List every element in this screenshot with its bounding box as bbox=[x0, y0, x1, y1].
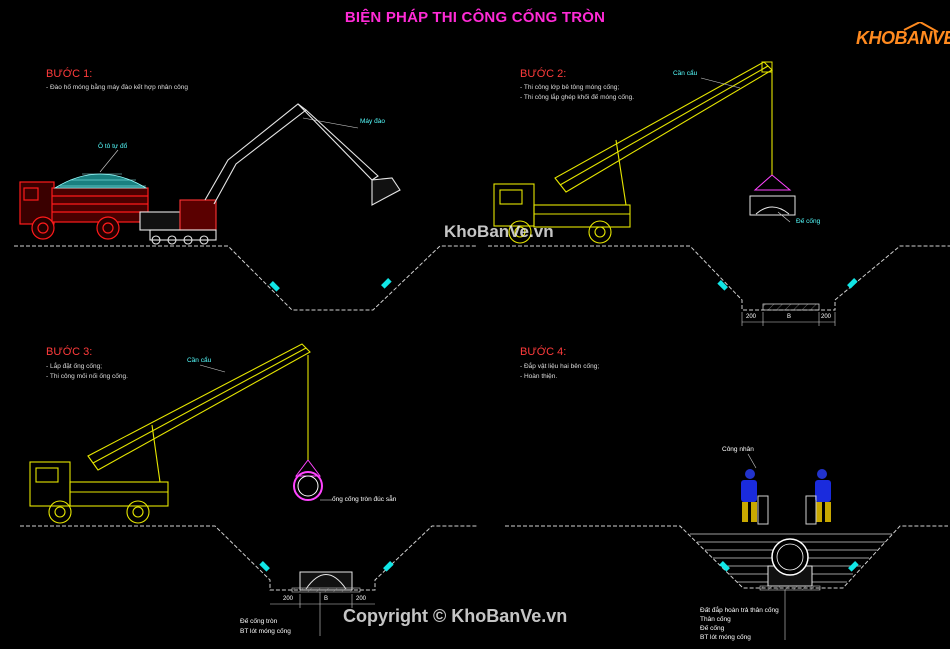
step4-note-2: - Hoàn thiện. bbox=[520, 373, 558, 380]
step2-concrete-base bbox=[762, 303, 820, 311]
step3-dim-left: 200 bbox=[283, 596, 294, 602]
step3-base-label: Đế cống tròn bbox=[240, 618, 278, 625]
step4-drawing bbox=[505, 453, 948, 640]
step2-dim-right: 200 bbox=[821, 314, 832, 320]
step1-marker-left bbox=[269, 281, 280, 292]
step3-hanging-pipe bbox=[293, 471, 323, 501]
excavator bbox=[139, 103, 401, 245]
soil-pile-label: Ô tô tự đổ bbox=[98, 143, 128, 150]
step4-base-label: Đế cống bbox=[700, 625, 725, 632]
step3-dim-b: B bbox=[324, 596, 329, 602]
step2-dim-b: B bbox=[787, 314, 792, 320]
step3-ground bbox=[20, 525, 478, 591]
step2-crane-label: Cần cẩu bbox=[673, 70, 698, 77]
logo-text: KHOBANVE bbox=[856, 28, 950, 48]
step3-heading: BƯỚC 3: bbox=[46, 346, 93, 358]
step4-pipe bbox=[771, 538, 809, 576]
step4-body-label: Thân cống bbox=[700, 616, 731, 623]
step2-ground bbox=[488, 245, 950, 311]
copyright-watermark: Copyright © KhoBanVe.vn bbox=[343, 606, 568, 626]
step3-note-2: - Thi công mối nối ống cống. bbox=[46, 373, 128, 380]
worker-right bbox=[805, 469, 831, 525]
step1-note-1: - Đào hố móng bằng máy đào kết hợp nhân … bbox=[46, 84, 188, 91]
worker-label: Công nhân bbox=[722, 446, 754, 453]
step2-drawing bbox=[488, 61, 950, 326]
worker-left bbox=[741, 469, 769, 525]
house-logo-icon bbox=[903, 22, 939, 33]
khobanve-logo: KHOBANVE bbox=[852, 22, 950, 52]
excavator-label: Máy đào bbox=[360, 118, 385, 125]
step3-dim-right: 200 bbox=[356, 596, 367, 602]
step2-heading: BƯỚC 2: bbox=[520, 68, 567, 80]
step3-pipe-label: ống cống tròn đúc sẵn bbox=[332, 496, 397, 503]
step1-marker-right bbox=[381, 278, 392, 289]
step3-concrete-label: BT lót móng cống bbox=[240, 628, 291, 635]
step3-crane-label: Cần cẩu bbox=[187, 357, 212, 364]
step1-drawing bbox=[14, 103, 476, 311]
step2-base-label: Đế cống bbox=[796, 218, 821, 225]
step2-dim-left: 200 bbox=[746, 314, 757, 320]
step2-note-2: - Thi công lắp ghép khối đế móng cống. bbox=[520, 94, 635, 101]
step1-ground bbox=[14, 245, 476, 311]
step3-drawing bbox=[20, 343, 478, 636]
step4-heading: BƯỚC 4: bbox=[520, 346, 567, 358]
step3-note-1: - Lắp đặt ống cống; bbox=[46, 363, 103, 370]
step4-note-1: - Đắp vật liệu hai bên cống; bbox=[520, 363, 600, 370]
center-watermark: KhoBanVe.vn bbox=[444, 222, 554, 241]
step4-ground bbox=[505, 525, 948, 589]
step4-backfill-label: Đất đắp hoàn trả thân cống bbox=[700, 607, 779, 614]
dump-truck bbox=[19, 181, 149, 240]
crane-truck-step3 bbox=[29, 343, 311, 524]
step3-pipe-base bbox=[299, 571, 353, 591]
step4-concrete-label: BT lót móng cống bbox=[700, 634, 751, 641]
drawing-title: BIỆN PHÁP THI CÔNG CỐNG TRÒN bbox=[344, 9, 606, 26]
step1-heading: BƯỚC 1: bbox=[46, 68, 93, 80]
step2-hanging-base bbox=[749, 195, 796, 216]
step2-note-1: - Thi công lớp bê tông móng cống; bbox=[520, 84, 620, 91]
